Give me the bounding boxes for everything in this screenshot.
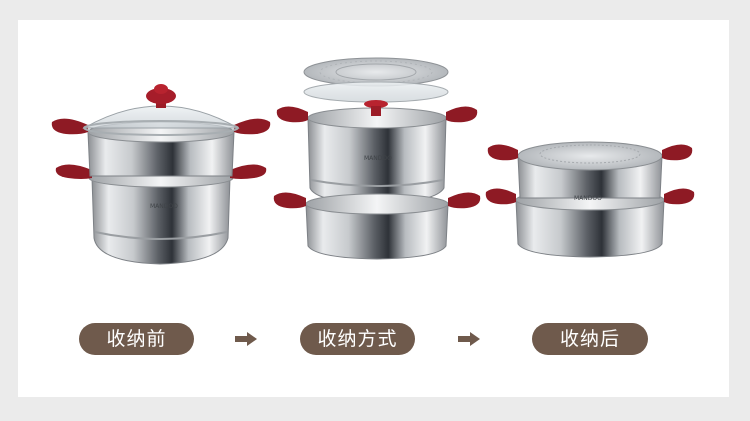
brand-mark: MANDOO [150,203,178,210]
label-method: 收纳方式 [300,323,415,355]
svg-text:MANDOO: MANDOO [574,195,602,202]
svg-text:MANDOO: MANDOO [364,155,392,162]
label-before: 收纳前 [79,323,194,355]
arrow-right-icon [458,332,480,346]
nested-steamer-after: MANDOO [485,141,695,258]
arrow-right-icon [235,332,257,346]
label-after: 收纳后 [532,323,648,355]
stacked-steamer-before: MANDOO [51,84,271,265]
exploded-steamer-method: MANDOO [273,57,481,260]
